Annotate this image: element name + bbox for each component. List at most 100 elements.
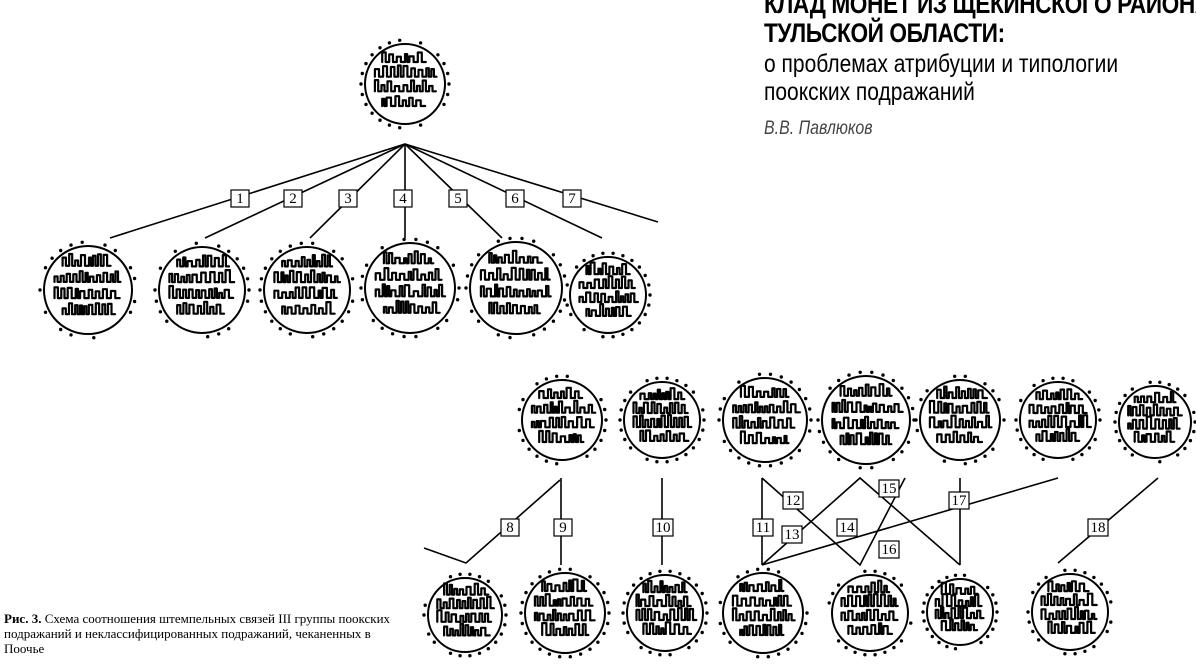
title-line-1: КЛАД МОНЕТ ИЗ ЩЕКИНСКОГО РАЙОНА bbox=[764, 0, 1196, 19]
coin-drawing bbox=[1026, 568, 1113, 656]
coin-edge bbox=[364, 242, 456, 334]
coin-pellet bbox=[1183, 446, 1187, 451]
coin-pellet bbox=[1032, 452, 1036, 457]
coin-pellet bbox=[1176, 453, 1180, 457]
coin-legend-stroke bbox=[639, 429, 690, 442]
coin-edge bbox=[158, 246, 246, 334]
coin-drawings bbox=[38, 38, 1196, 659]
coin-pellet bbox=[704, 621, 708, 625]
coin-pellet bbox=[59, 248, 63, 253]
coin-pellet bbox=[853, 650, 857, 654]
coin-edge bbox=[831, 574, 909, 652]
coin-pellet bbox=[398, 38, 402, 42]
coin-pellet bbox=[601, 335, 605, 339]
coin-pellet bbox=[1080, 452, 1084, 457]
coin-pellet bbox=[836, 583, 841, 587]
coin-pellet bbox=[722, 631, 726, 636]
coin-pellet bbox=[844, 645, 848, 650]
coin-pellet bbox=[247, 288, 251, 292]
coin-pellet bbox=[270, 257, 274, 261]
coin-pellet bbox=[499, 632, 503, 636]
coin-pellet bbox=[922, 619, 926, 623]
coin-edge bbox=[427, 577, 503, 653]
link-number-frame bbox=[283, 189, 303, 208]
link-number: 3 bbox=[344, 191, 352, 207]
coin-pellet bbox=[675, 457, 679, 461]
coin-pellet bbox=[883, 650, 887, 654]
coin-pellet bbox=[858, 370, 862, 374]
coin-pellet bbox=[530, 582, 534, 586]
coin-pellet bbox=[766, 655, 770, 659]
link-number-box: 6 bbox=[505, 189, 525, 208]
coin-drawing bbox=[827, 569, 913, 657]
coin-pellet bbox=[1002, 418, 1006, 422]
coin-pellet bbox=[668, 653, 672, 657]
link-line bbox=[204, 143, 406, 239]
coin-edge bbox=[919, 379, 1001, 461]
coin-pellet bbox=[445, 318, 449, 323]
link-number: 5 bbox=[454, 191, 462, 207]
coin-pellet bbox=[737, 380, 741, 384]
coin-pellet bbox=[891, 378, 895, 383]
link-number: 2 bbox=[289, 191, 297, 207]
coin-legend-stroke bbox=[538, 429, 585, 444]
coin-legend-stroke bbox=[1040, 606, 1098, 621]
coin-pellet bbox=[921, 610, 925, 614]
coin-drawing bbox=[422, 572, 508, 658]
coin-legend-stroke bbox=[382, 299, 441, 314]
coin-legend-stroke bbox=[840, 593, 899, 608]
coin-pellet bbox=[701, 408, 705, 412]
coin-pellet bbox=[1015, 428, 1019, 432]
coin-legend-stroke bbox=[373, 64, 438, 78]
figure-caption-text: Схема соотношения штемпельных связей III… bbox=[4, 611, 391, 656]
coin-pellet bbox=[245, 277, 250, 281]
link-number-box: 5 bbox=[448, 189, 468, 208]
coin-pellet bbox=[986, 585, 990, 590]
coin-pellet bbox=[602, 631, 606, 636]
coin-pellet bbox=[1113, 420, 1117, 424]
coin-pellet bbox=[691, 390, 696, 394]
coin-pellet bbox=[658, 653, 662, 657]
coin-pellet bbox=[517, 407, 521, 412]
coin-pellet bbox=[332, 327, 336, 331]
coin-pellet bbox=[873, 653, 877, 657]
coin-pellet bbox=[551, 319, 556, 323]
coin-pellet bbox=[558, 309, 562, 313]
link-number-frame bbox=[781, 525, 803, 544]
coin-pellet bbox=[937, 640, 941, 645]
coin-legend-stroke bbox=[168, 284, 235, 299]
coin-pellet bbox=[953, 573, 958, 577]
coin-legend-stroke bbox=[847, 579, 891, 594]
coin-drawing bbox=[565, 251, 652, 339]
coin-pellet bbox=[582, 327, 586, 332]
coin-legend-stroke bbox=[731, 607, 796, 622]
coin-legend-stroke bbox=[642, 621, 693, 635]
coin-pellet bbox=[1192, 410, 1196, 415]
coin-pellet bbox=[953, 647, 958, 651]
coin-pellet bbox=[1036, 582, 1041, 586]
link-number: 10 bbox=[656, 520, 671, 536]
link-number-box: 9 bbox=[553, 518, 573, 537]
coin-pellet bbox=[991, 593, 995, 597]
coin-pellet bbox=[378, 46, 382, 50]
coin-pellet bbox=[390, 332, 395, 336]
coin-legend-stroke bbox=[639, 387, 686, 401]
coin-pellet bbox=[1036, 638, 1041, 642]
coin-pellet bbox=[603, 428, 607, 433]
coin-pellet bbox=[789, 456, 793, 460]
link-number-frame bbox=[448, 189, 468, 208]
coin-pellet bbox=[69, 243, 73, 247]
coin-pellet bbox=[558, 567, 562, 571]
coin-pellet bbox=[446, 71, 450, 76]
coin-pellet bbox=[263, 310, 268, 314]
coin-legend-stroke bbox=[1127, 403, 1183, 417]
link-number-box: 11 bbox=[752, 518, 774, 537]
coin-pellet bbox=[542, 327, 547, 331]
coin-pellet bbox=[607, 611, 611, 615]
coin-pellet bbox=[1024, 446, 1029, 450]
coin-pellet bbox=[1109, 600, 1113, 604]
coin-pellet bbox=[103, 243, 107, 247]
link-number-box: 10 bbox=[652, 518, 674, 537]
coin-pellet bbox=[628, 390, 633, 394]
coin-pellet bbox=[50, 256, 54, 260]
